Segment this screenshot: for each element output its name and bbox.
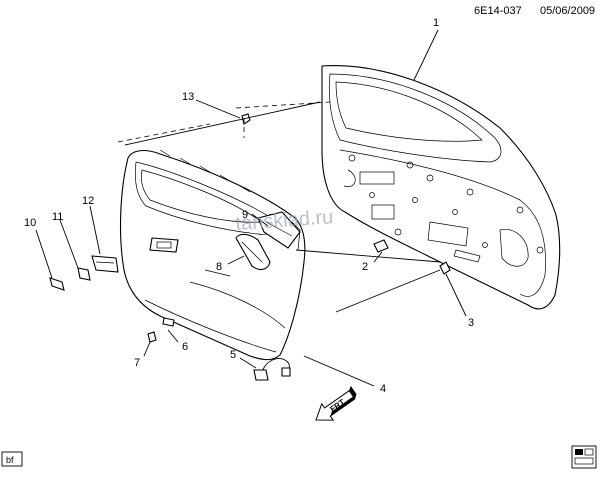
lamp-bulb: [77, 267, 91, 281]
push-pin-7: [147, 331, 157, 343]
bumper-2: [373, 239, 389, 253]
diagram-date: 05/06/2009: [540, 5, 595, 17]
clip-3: [439, 261, 451, 275]
callout-4: 4: [380, 383, 386, 395]
callout-8: 8: [216, 261, 222, 273]
retainer-6: [162, 317, 175, 327]
diagram-id: 6E14-037: [474, 5, 522, 17]
wiring-harness: [253, 358, 291, 381]
handle-cover: [235, 233, 271, 271]
logo-mark: [571, 445, 597, 469]
callout-10: 10: [24, 217, 36, 229]
corner-tag-box: [1, 451, 23, 467]
liftgate-trim-panel: [119, 149, 306, 361]
callout-5: 5: [230, 349, 236, 361]
callout-6: 6: [182, 341, 188, 353]
callout-13: 13: [182, 91, 194, 103]
lamp-lens: [49, 277, 65, 291]
handle-bracket: [257, 211, 301, 249]
callout-3: 3: [468, 317, 474, 329]
callout-11: 11: [52, 211, 63, 223]
corner-tag: bf: [6, 455, 14, 465]
callout-1: 1: [433, 17, 439, 29]
callout-12: 12: [82, 195, 94, 207]
callout-2: 2: [362, 261, 368, 273]
trim-pull-cup: [149, 237, 179, 253]
callout-9: 9: [242, 209, 248, 221]
callout-7: 7: [134, 357, 140, 369]
lamp-housing: [91, 255, 119, 273]
liftgate-outer-panel: [321, 65, 561, 310]
front-direction-arrow: FRT: [315, 385, 357, 421]
